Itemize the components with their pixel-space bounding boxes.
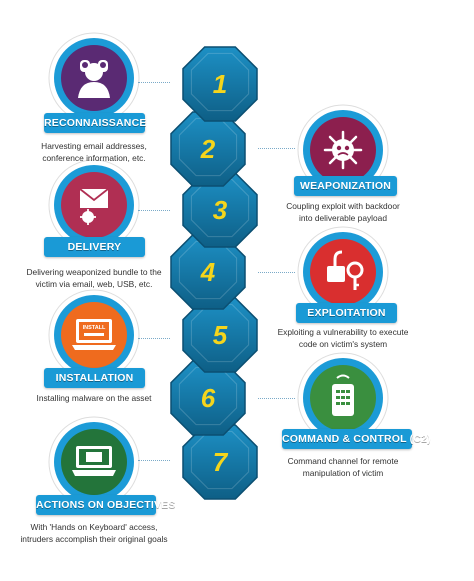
step-number: 1: [213, 69, 227, 99]
step-number: 4: [200, 257, 216, 287]
description-line: Delivering weaponized bundle to the: [26, 267, 162, 277]
stage-description: Command channel for remote manipulation o…: [248, 455, 438, 479]
connector-line: [258, 272, 295, 273]
stage-title-banner: INSTALLATION: [44, 368, 145, 388]
virus-icon: [297, 104, 389, 196]
stage-title-banner: WEAPONIZATION: [294, 176, 397, 196]
hexagon-highlight-3: [190, 178, 250, 238]
description-line: Harvesting email addresses,: [41, 141, 147, 151]
connector-line: [138, 338, 170, 339]
stage-description: Delivering weaponized bundle to the victi…: [0, 266, 189, 290]
stage-description: With 'Hands on Keyboard' access, intruder…: [0, 521, 189, 545]
description-line: With 'Hands on Keyboard' access,: [30, 522, 158, 532]
hexagon-step-7: [182, 424, 258, 500]
description-line: into deliverable payload: [299, 213, 387, 223]
laptop-install-icon: INSTALL: [48, 289, 140, 381]
connector-line: [138, 82, 170, 83]
hexagon-step-2: [170, 111, 246, 187]
stage-description: Harvesting email addresses, conference in…: [0, 140, 189, 164]
connector-line: [258, 148, 295, 149]
hexagon-highlight-1: [190, 52, 250, 112]
description-line: Coupling exploit with backdoor: [286, 201, 400, 211]
step-number: 7: [213, 447, 229, 477]
hexagon-highlight-6: [178, 366, 238, 426]
description-line: victim via email, web, USB, etc.: [35, 279, 153, 289]
step-number: 6: [201, 383, 216, 413]
broken-lock-key-icon: [297, 226, 389, 318]
hexagon-step-3: [182, 172, 258, 248]
hands-on-keyboard-icon: [48, 416, 140, 508]
stage-title-banner: COMMAND & CONTROL (C2): [282, 429, 431, 449]
connector-line: [138, 210, 170, 211]
hexagon-step-1: [182, 46, 258, 122]
step-number: 2: [200, 134, 216, 164]
stage-title-banner: ACTIONS ON OBJECTIVES: [36, 495, 175, 515]
install-screen-text: INSTALL: [83, 325, 106, 331]
stage-title-banner: DELIVERY: [44, 237, 145, 257]
description-line: intruders accomplish their original goal…: [20, 534, 168, 544]
description-line: Installing malware on the asset: [36, 393, 152, 403]
stage-description: Exploiting a vulnerability to execute cod…: [248, 326, 438, 350]
stage-title-banner: RECONNAISSANCE: [44, 113, 146, 133]
description-line: manipulation of victim: [302, 468, 384, 478]
hexagon-step-6: [170, 360, 246, 436]
stage-description: Installing malware on the asset: [0, 392, 189, 404]
connector-line: [258, 398, 295, 399]
hexagon-step-5: [182, 297, 258, 373]
step-number: 3: [213, 195, 228, 225]
description-line: code on victim's system: [298, 339, 388, 349]
remote-control-icon: [297, 352, 389, 444]
stage-title-banner: EXPLOITATION: [296, 303, 397, 323]
step-number: 5: [213, 320, 228, 350]
stage-description: Coupling exploit with backdoor into deliv…: [248, 200, 438, 224]
binoculars-person-icon: [48, 32, 140, 124]
hexagon-highlight-5: [190, 303, 250, 363]
connector-line: [138, 460, 170, 461]
description-line: Command channel for remote: [287, 456, 399, 466]
description-line: Exploiting a vulnerability to execute: [277, 327, 409, 337]
hexagon-step-4: [170, 234, 246, 310]
hexagon-highlight-2: [178, 117, 238, 177]
hexagon-highlight-7: [190, 430, 250, 490]
description-line: conference information, etc.: [42, 153, 146, 163]
hexagon-highlight-4: [178, 240, 238, 300]
